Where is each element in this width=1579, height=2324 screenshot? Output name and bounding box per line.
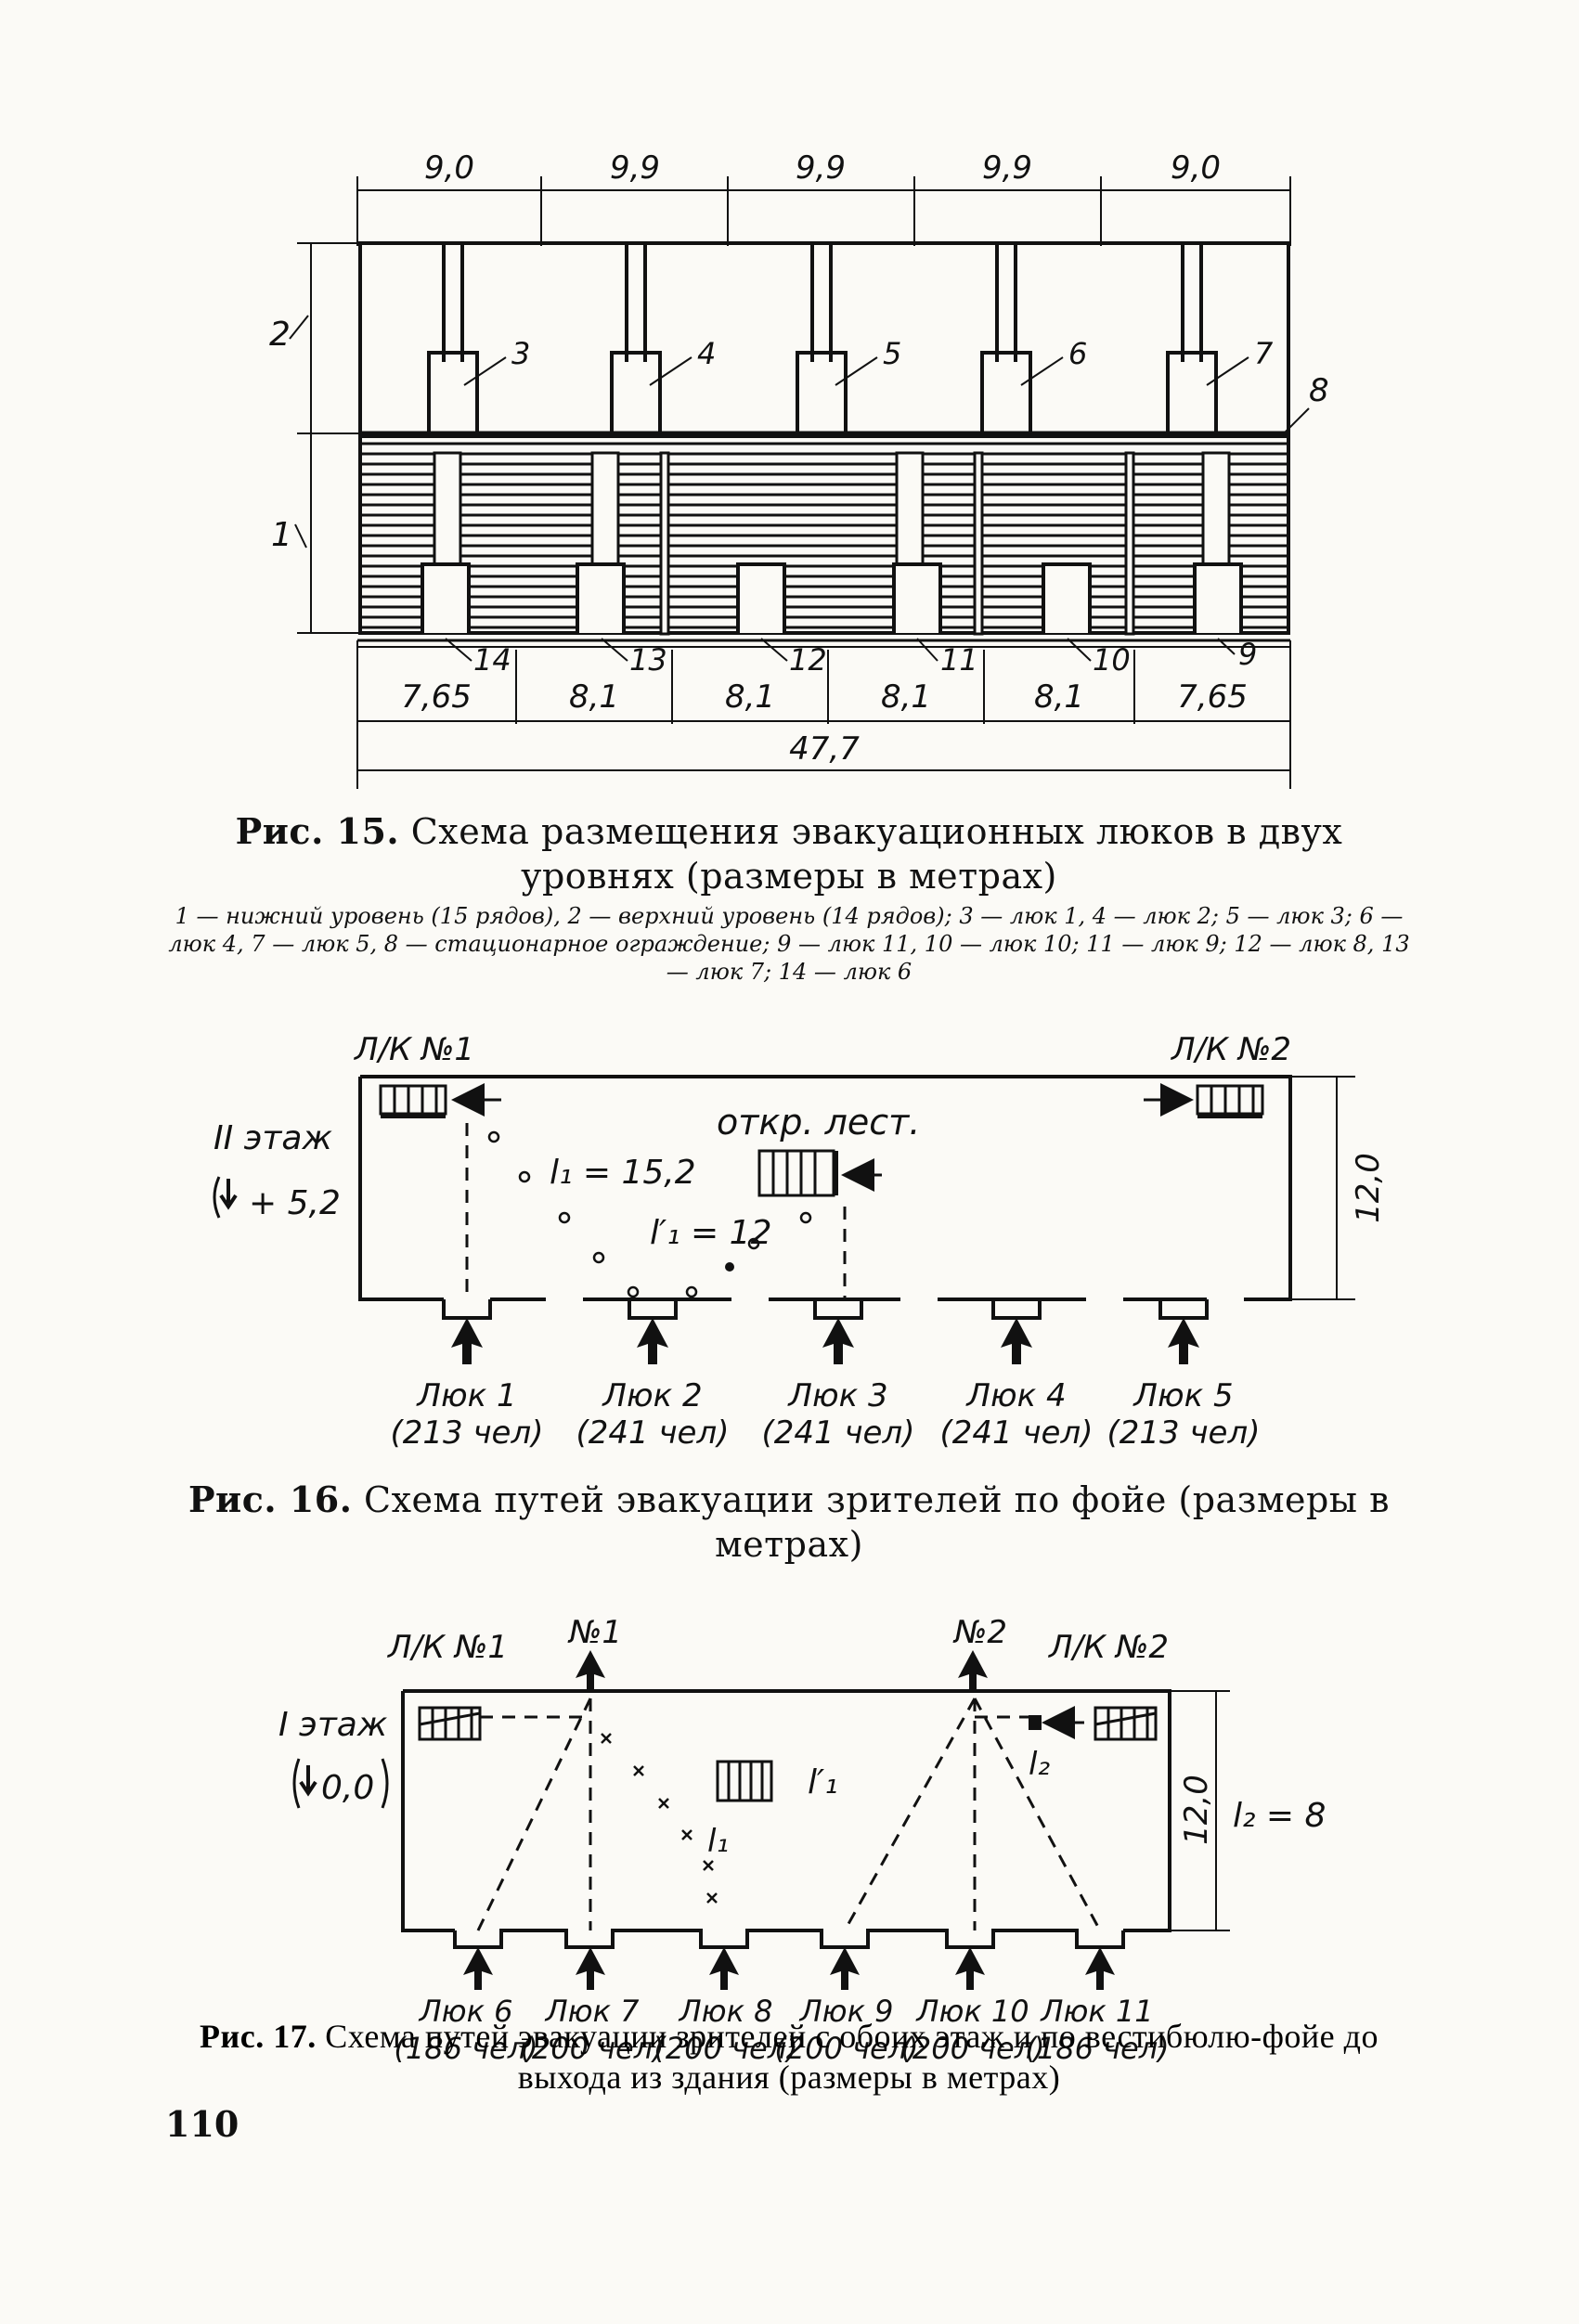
- fig17-path-l1: l₁: [707, 1823, 729, 1860]
- fig16-hatch-1-name: Люк 1: [415, 1377, 516, 1414]
- fig17-level-mark: 0,0: [321, 1769, 374, 1807]
- upper-level: [358, 241, 1290, 435]
- lower-hatch-label-11: 11: [940, 642, 978, 678]
- lower-level: [358, 434, 1290, 635]
- top-dim-4: 9,9: [982, 149, 1032, 187]
- upper-hatch-label-5: 5: [883, 336, 901, 371]
- bottom-dim-4: 8,1: [881, 678, 931, 716]
- figure-17-title-block: Рис. 17. Схема путей эвакуации зрителей …: [167, 2016, 1411, 2098]
- fig17-stair1-label: Л/К №1: [386, 1629, 508, 1666]
- fig16-level-mark: + 5,2: [249, 1184, 341, 1222]
- upper-hatch-label-3: 3: [511, 336, 530, 371]
- lower-hatch-label-13: 13: [629, 642, 667, 678]
- fig16-hatch-5-name: Люк 5: [1132, 1377, 1233, 1414]
- fig16-floor-label: II этаж: [214, 1119, 332, 1157]
- fig16-stair1-label: Л/К №1: [353, 1031, 474, 1068]
- fig16-hatch-2-people: (241 чел): [576, 1414, 730, 1452]
- fig16-open-stair-label: откр. лест.: [717, 1102, 920, 1143]
- top-dim-3: 9,9: [796, 149, 846, 187]
- total-dim: 47,7: [789, 730, 860, 768]
- fig17-path-l2: l₂: [1029, 1746, 1050, 1783]
- lower-hatch-label-12: 12: [789, 642, 827, 678]
- bottom-dim-1: 7,65: [401, 678, 472, 716]
- fig16-hatch-4-people: (241 чел): [940, 1414, 1094, 1452]
- fig16-hatch-2-name: Люк 2: [601, 1377, 702, 1414]
- page-number: 110: [165, 2103, 239, 2145]
- fig16-hatch-5-people: (213 чел): [1107, 1414, 1261, 1452]
- figure-16-caption: Рис. 16. Схема путей эвакуации зрителей …: [158, 1478, 1420, 1567]
- fig16-stair2-label: Л/К №2: [1170, 1031, 1291, 1068]
- figure-15-legend: 1 — нижний уровень (15 рядов), 2 — верхн…: [168, 903, 1410, 985]
- upper-hatch-label-7: 7: [1254, 336, 1274, 371]
- bottom-dim-6: 7,65: [1177, 678, 1248, 716]
- fig17-l2-value: l₂ = 8: [1233, 1797, 1326, 1835]
- level-label-2: 2: [269, 316, 291, 354]
- fig16-hatch-1-people: (213 чел): [391, 1414, 544, 1452]
- figure-15-number: Рис. 15.: [235, 810, 400, 852]
- fig17-stair2-label: Л/К №2: [1047, 1629, 1169, 1666]
- fig16-depth-dim: 12,0: [1350, 1153, 1387, 1223]
- top-dim-1: 9,0: [424, 149, 474, 187]
- fig16-hatch-3-name: Люк 3: [786, 1377, 887, 1414]
- level-label-1: 1: [271, 516, 292, 554]
- top-dim-2: 9,9: [610, 149, 660, 187]
- upper-hatch-label-4: 4: [697, 336, 716, 371]
- figure-15-diagram: 9,0 9,9 9,9 9,9 9,0 3 4 5 6 7 8: [269, 149, 1329, 789]
- fig16-hatch-4-name: Люк 4: [964, 1377, 1066, 1414]
- figure-17-number: Рис. 17.: [200, 2018, 317, 2055]
- fig17-path-l1-prime: l′₁: [808, 1763, 838, 1801]
- figure-15-caption: Рис. 15. Схема размещения эвакуационных …: [158, 809, 1420, 986]
- top-dim-5: 9,0: [1171, 149, 1221, 187]
- figure-16-title: Схема путей эвакуации зрителей по фойе (…: [364, 1479, 1391, 1565]
- fig17-exit2-label: №2: [952, 1614, 1007, 1651]
- figure-16-number: Рис. 16.: [188, 1478, 353, 1520]
- fig16-path-l1: l₁ = 15,2: [550, 1154, 696, 1192]
- bottom-dim-3: 8,1: [725, 678, 775, 716]
- lower-hatch-label-9: 9: [1238, 637, 1257, 672]
- bottom-dim-5: 8,1: [1034, 678, 1084, 716]
- lower-hatch-label-10: 10: [1093, 642, 1131, 678]
- fig17-exit1-label: №1: [567, 1614, 622, 1651]
- fig17-floor-label: I этаж: [278, 1706, 388, 1744]
- figure-17-title: Схема путей эвакуации зрителей с обоих э…: [325, 2018, 1378, 2096]
- lower-hatch-label-14: 14: [473, 642, 511, 678]
- fig16-hatch-3-people: (241 чел): [762, 1414, 915, 1452]
- fig17-depth-dim: 12,0: [1178, 1775, 1215, 1845]
- fence-label: 8: [1309, 372, 1329, 409]
- upper-hatch-label-6: 6: [1068, 336, 1087, 371]
- figure-15-title: Схема размещения эвакуационных люков в д…: [410, 811, 1343, 897]
- fig16-path-l1-prime: l′₁ = 12: [650, 1214, 771, 1252]
- bottom-dim-2: 8,1: [569, 678, 619, 716]
